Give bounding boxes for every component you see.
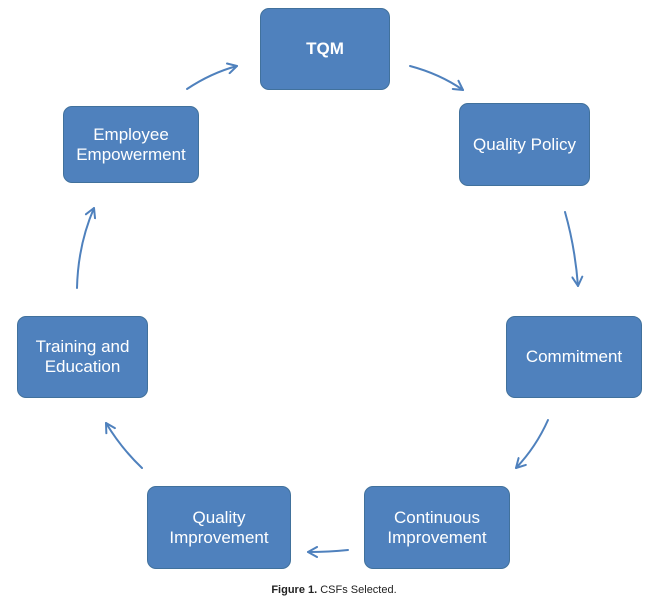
arrow-empowerment-to-tqm	[186, 62, 238, 90]
node-continuous-improvement: Continuous Improvement	[364, 486, 510, 569]
arrow-commitment-to-continuous	[515, 419, 549, 469]
arrow-training-to-empowerment	[76, 207, 97, 289]
node-quality-policy-label: Quality Policy	[473, 134, 576, 154]
arrow-policy-to-commitment	[564, 211, 584, 287]
figure-label: Figure 1.	[271, 584, 318, 596]
figure-caption-text: CSFs Selected.	[320, 584, 397, 596]
node-quality-improvement: Quality Improvement	[147, 486, 291, 569]
node-continuous-improvement-label: Continuous Improvement	[387, 507, 487, 547]
node-training-education-label: Training and Education	[35, 337, 130, 376]
node-quality-improvement-label: Quality Improvement	[169, 507, 269, 547]
node-commitment: Commitment	[506, 316, 642, 398]
node-commitment-label: Commitment	[525, 347, 623, 366]
arrow-tqm-to-policy	[409, 65, 464, 91]
node-training-education: Training and Education	[17, 316, 148, 398]
node-tqm-label: TQM	[306, 39, 344, 58]
node-quality-policy: Quality Policy	[459, 103, 590, 186]
node-tqm: TQM	[260, 8, 390, 90]
arrow-continuous-to-quality	[307, 545, 349, 558]
node-employee-empowerment: Employee Empowerment	[63, 106, 199, 183]
arrow-quality-to-training	[105, 422, 143, 469]
figure-caption: Figure 1. CSFs Selected.	[0, 584, 668, 596]
node-employee-empowerment-label: Employee Empowerment	[76, 124, 186, 164]
